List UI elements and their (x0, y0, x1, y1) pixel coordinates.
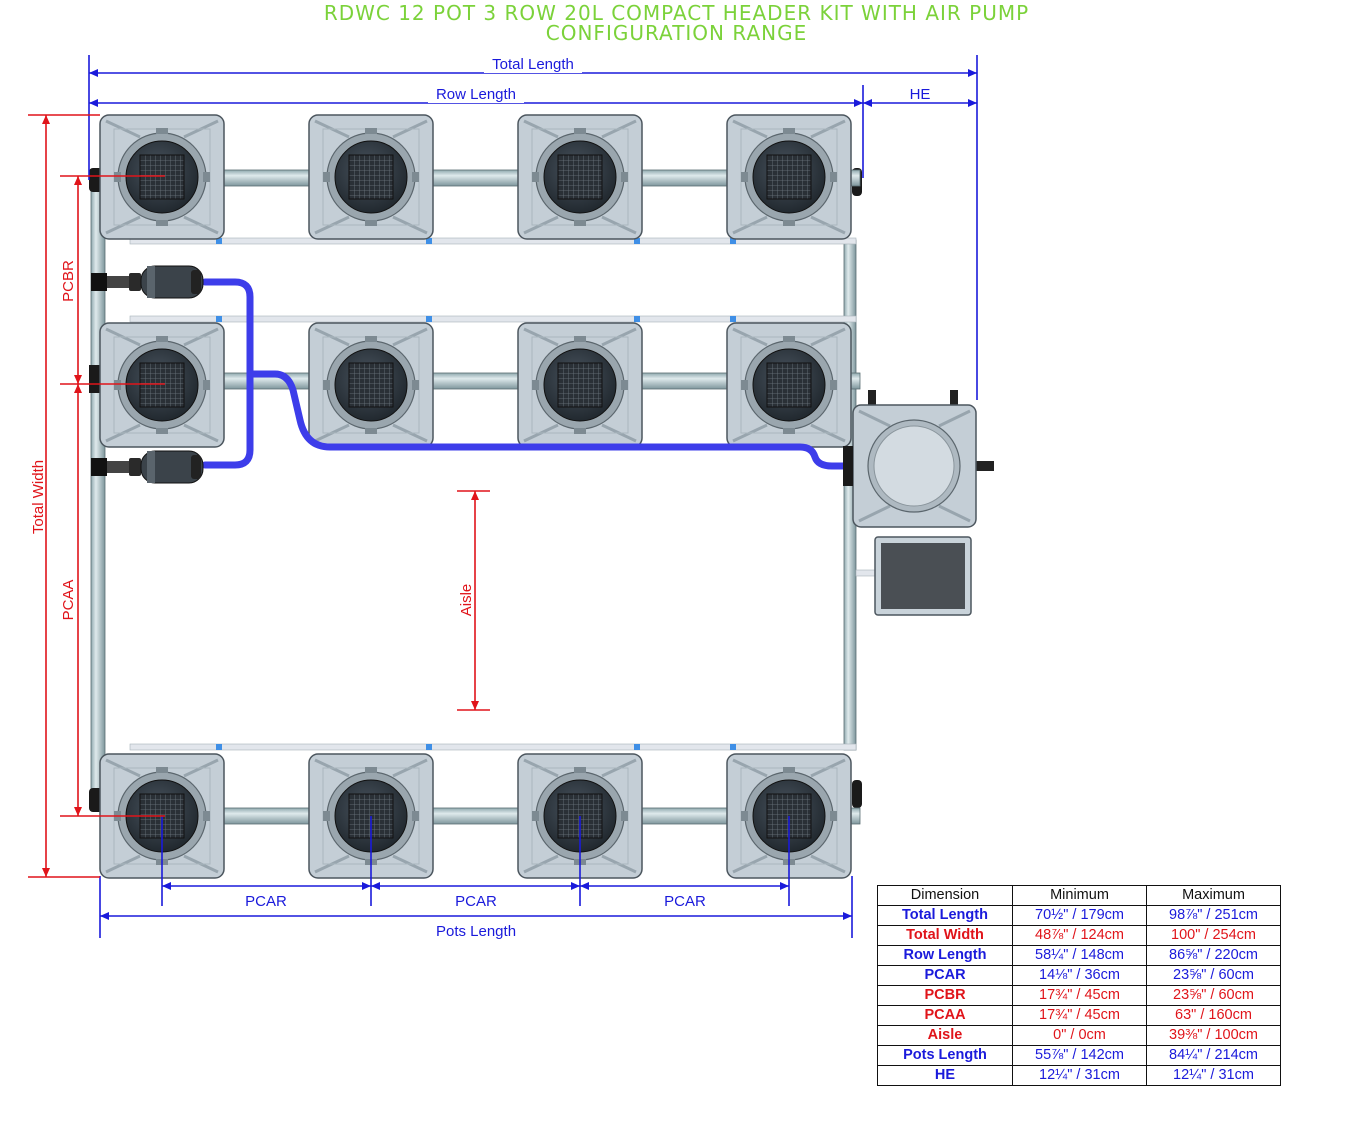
grow-pot-icon (307, 321, 435, 449)
dimension-lines-red (28, 114, 490, 878)
column-header: Maximum (1146, 885, 1281, 906)
air-pump-icon (874, 536, 972, 616)
pcaa-label: PCAA (60, 580, 77, 621)
dimension-name: PCAA (877, 1005, 1013, 1026)
dimension-max: 63" / 160cm (1146, 1005, 1281, 1026)
grow-pot-icon (725, 113, 853, 241)
row-length-label: Row Length (436, 86, 516, 103)
table-row: Pots Length 55⅞" / 142cm 84¼" / 214cm (877, 1045, 1281, 1066)
dimension-name: Total Width (877, 925, 1013, 946)
grow-pot-icon (307, 113, 435, 241)
dimension-name: PCBR (877, 985, 1013, 1006)
aisle-label: Aisle (458, 584, 475, 617)
dimension-name: Pots Length (877, 1045, 1013, 1066)
grow-pot-icon (98, 321, 226, 449)
table-row: HE 12¼" / 31cm 12¼" / 31cm (877, 1065, 1281, 1086)
dimension-name: Total Length (877, 905, 1013, 926)
total-length-label: Total Length (492, 56, 574, 73)
pots-length-label: Pots Length (436, 923, 516, 940)
pcar-label-2: PCAR (455, 893, 497, 910)
return-pipe-left (89, 168, 106, 812)
dimension-max: 39⅜" / 100cm (1146, 1025, 1281, 1046)
grow-pot-icon (98, 113, 226, 241)
row-pipes (99, 169, 861, 825)
table-row: PCBR 17¾" / 45cm 23⅝" / 60cm (877, 985, 1281, 1006)
dimension-min: 70½" / 179cm (1012, 905, 1147, 926)
dimension-name: HE (877, 1065, 1013, 1086)
dimension-min: 58¼" / 148cm (1012, 945, 1147, 966)
dimension-min: 14⅛" / 36cm (1012, 965, 1147, 986)
pcar-label-1: PCAR (245, 893, 287, 910)
dimension-max: 23⅝" / 60cm (1146, 965, 1281, 986)
pump-hoses (201, 278, 856, 470)
pcbr-label: PCBR (60, 260, 77, 302)
dimension-max: 12¼" / 31cm (1146, 1065, 1281, 1086)
he-label: HE (910, 86, 931, 103)
dimension-name: PCAR (877, 965, 1013, 986)
dimension-name: Row Length (877, 945, 1013, 966)
table-row: Total Length 70½" / 179cm 98⅞" / 251cm (877, 905, 1281, 926)
pcar-label-3: PCAR (664, 893, 706, 910)
title-line-1: RDWC 12 POT 3 ROW 20L COMPACT HEADER KIT… (323, 1, 1030, 25)
table-row: PCAR 14⅛" / 36cm 23⅝" / 60cm (877, 965, 1281, 986)
table-row: Row Length 58¼" / 148cm 86⅝" / 220cm (877, 945, 1281, 966)
grow-pot-icon (725, 321, 853, 449)
dimension-table: Dimension Minimum Maximum Total Length 7… (877, 885, 1281, 1086)
table-row: PCAA 17¾" / 45cm 63" / 160cm (877, 1005, 1281, 1026)
dimension-max: 23⅝" / 60cm (1146, 985, 1281, 1006)
dimension-name: Aisle (877, 1025, 1013, 1046)
dimension-max: 98⅞" / 251cm (1146, 905, 1281, 926)
table-row: Total Width 48⅞" / 124cm 100" / 254cm (877, 925, 1281, 946)
dimension-min: 48⅞" / 124cm (1012, 925, 1147, 946)
dimension-min: 17¾" / 45cm (1012, 1005, 1147, 1026)
dimension-max: 100" / 254cm (1146, 925, 1281, 946)
column-header: Dimension (877, 885, 1013, 906)
air-lines (129, 237, 877, 751)
header-tank-icon (843, 390, 994, 528)
dimension-min: 0" / 0cm (1012, 1025, 1147, 1046)
dimension-min: 17¾" / 45cm (1012, 985, 1147, 1006)
dimension-max: 84¼" / 214cm (1146, 1045, 1281, 1066)
table-row: Aisle 0" / 0cm 39⅜" / 100cm (877, 1025, 1281, 1046)
dimension-max: 86⅝" / 220cm (1146, 945, 1281, 966)
grow-pot-icon (516, 321, 644, 449)
title-line-2: CONFIGURATION RANGE (545, 21, 808, 45)
column-header: Minimum (1012, 885, 1147, 906)
total-width-label: Total Width (30, 460, 47, 534)
dimension-min: 12¼" / 31cm (1012, 1065, 1147, 1086)
table-header-row: Dimension Minimum Maximum (877, 885, 1281, 906)
grow-pot-icon (516, 113, 644, 241)
dimension-min: 55⅞" / 142cm (1012, 1045, 1147, 1066)
